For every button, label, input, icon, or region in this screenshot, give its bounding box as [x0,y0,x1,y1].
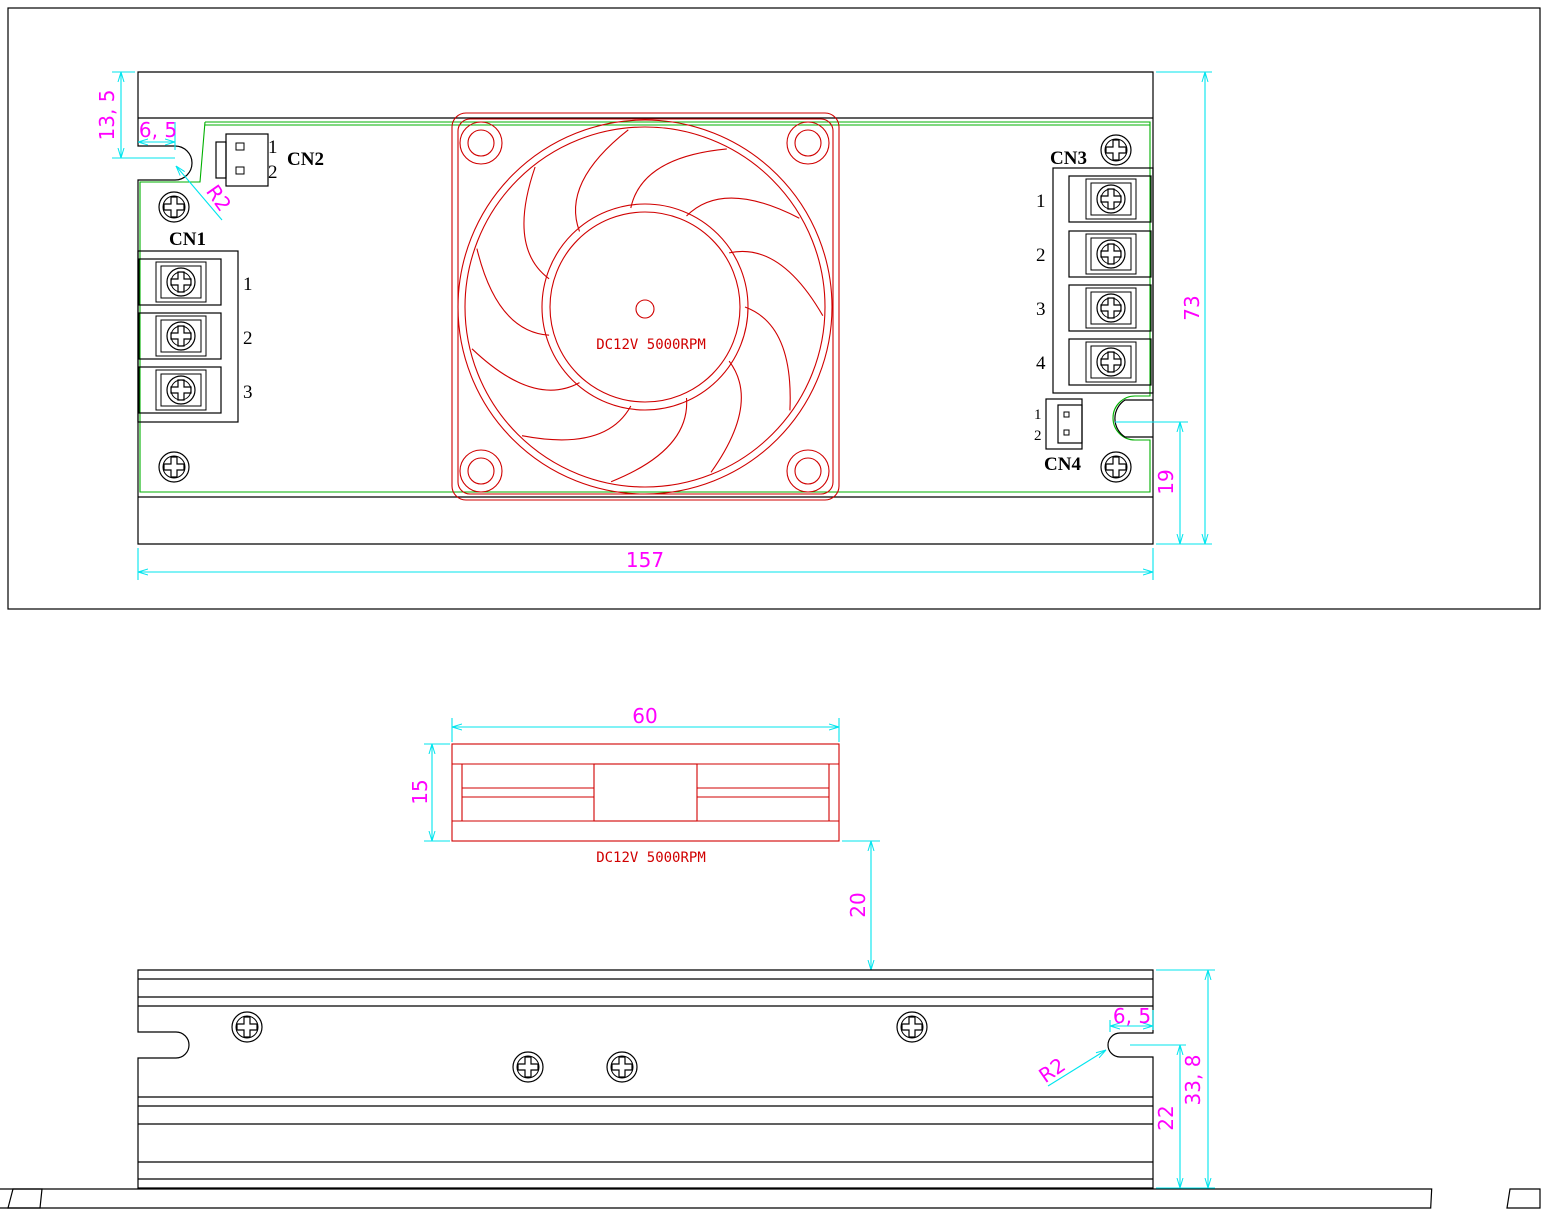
dim-20: 20 [846,892,870,917]
dim-side-6-5: 6, 5 [1113,1004,1151,1028]
fan-hole [786,449,830,493]
fan-axle [635,299,655,319]
screw [231,1011,263,1043]
cn3-pin: 2 [1036,245,1046,266]
cn3-pin: 3 [1036,299,1046,320]
screw [1100,134,1132,166]
terminal [1068,230,1152,278]
fan-blade [471,348,580,391]
fan-blade [575,129,629,232]
fan-hub [541,203,749,411]
terminal [1068,338,1152,386]
connector-cn2: 1 2 CN2 [215,133,324,187]
terminal [138,366,222,414]
fan-top: DC12V 5000RPM [451,112,840,501]
fan-blade [744,306,791,411]
fan-blade [521,405,632,441]
terminal [1068,175,1152,223]
base-plate-left [7,1188,43,1209]
fan-side-view: DC12V 5000RPM 60 15 20 [408,704,880,971]
terminal [138,258,222,306]
screw [896,1011,928,1043]
fan-hole [459,121,503,165]
cn2-pin: 1 [268,137,278,158]
cn2-label: CN2 [287,149,324,170]
top-view-frame [7,7,1541,610]
fan-blades [471,129,824,483]
fan-hole [786,121,830,165]
fan-blade [630,148,727,209]
cn1-pin: 2 [243,328,253,349]
cn1-pin: 1 [243,274,253,295]
cn3-label: CN3 [1050,148,1087,169]
base-plate-right [1506,1188,1541,1209]
heatsink-outline [137,71,1154,545]
heatsink-side-view: 6, 5 R2 33, 8 22 [0,969,1541,1209]
screw [512,1051,544,1083]
cn4-pin: 2 [1034,428,1042,444]
screw [1100,451,1132,483]
screw [606,1051,638,1083]
fan-side-label: DC12V 5000RPM [596,850,706,866]
fan-side-hub [593,763,698,822]
terminal [1068,284,1152,332]
base-plate [0,1188,1433,1209]
right-slot [1114,399,1153,438]
cn1-pin: 3 [243,382,253,403]
cn3-pin: 1 [1036,191,1046,212]
fan-blade [710,360,742,473]
dim-60: 60 [632,704,657,728]
dim-15: 15 [408,779,432,804]
fan-blade [476,248,550,336]
dim-13-5: 13, 5 [95,90,119,141]
fan-blade [686,197,800,219]
dim-side-r2: R2 [1034,1053,1070,1088]
fan-ring [464,126,826,488]
heatsink-side-outline [137,969,1154,1189]
fan-side-body [451,743,840,842]
screw [158,451,190,483]
fan-frame [451,112,840,501]
top-view: DC12V 5000RPM CN1 1 2 3 1 2 CN2 [7,7,1541,610]
cn3-pin: 4 [1036,353,1046,374]
connector-cn3: CN3 1 2 3 4 [1036,148,1154,394]
dim-6-5: 6, 5 [139,118,177,142]
fan-label: DC12V 5000RPM [596,337,706,353]
cn1-label: CN1 [169,229,206,250]
dim-width-157: 157 [626,548,664,572]
dim-height-73: 73 [1180,295,1204,320]
fan-ring-outer [457,119,833,495]
pcb-outline [139,121,1151,493]
dim-22: 22 [1154,1105,1178,1130]
screw [158,191,190,223]
fan-blade [610,397,688,483]
cn4-pin: 1 [1034,407,1042,423]
fan-frame-inner [457,118,834,495]
terminal [138,312,222,360]
cn4-label: CN4 [1044,454,1081,475]
cn2-pin: 2 [268,162,278,183]
connector-cn1: CN1 1 2 3 [137,229,253,423]
connector-cn4: 1 2 CN4 [1034,398,1083,475]
fan-blade [728,250,824,316]
fan-hole [459,449,503,493]
dim-33-8: 33, 8 [1181,1055,1205,1106]
fan-blade [523,166,550,280]
dim-19: 19 [1154,469,1178,494]
dimensions-top: 157 73 19 13, 5 6, 5 R2 [95,71,1212,580]
